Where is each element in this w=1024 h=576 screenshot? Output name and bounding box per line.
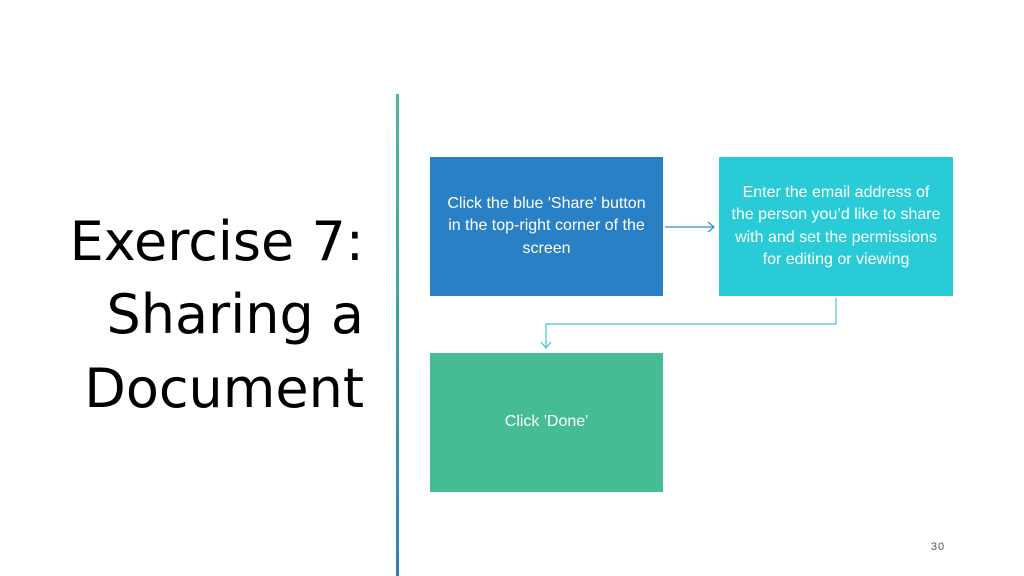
vertical-divider bbox=[396, 94, 399, 576]
arrow-email-to-done bbox=[540, 298, 837, 349]
slide-title: Exercise 7: Sharing a Document bbox=[20, 205, 364, 425]
title-line-3: Document bbox=[84, 356, 364, 420]
step-email-box: Enter the email address of the person yo… bbox=[719, 157, 953, 296]
title-line-1: Exercise 7: bbox=[69, 210, 364, 273]
step-share-box: Click the blue 'Share' button in the top… bbox=[430, 157, 663, 296]
step-share-text: Click the blue 'Share' button in the top… bbox=[447, 194, 646, 257]
step-done-text: Click 'Done' bbox=[504, 413, 589, 431]
title-line-2: Sharing a bbox=[106, 283, 364, 347]
step-email-text: Enter the email address of the person yo… bbox=[731, 183, 941, 269]
arrow-share-to-email bbox=[665, 221, 715, 233]
page-number: 30 bbox=[930, 541, 946, 553]
step-done-box: Click 'Done' bbox=[430, 353, 663, 492]
